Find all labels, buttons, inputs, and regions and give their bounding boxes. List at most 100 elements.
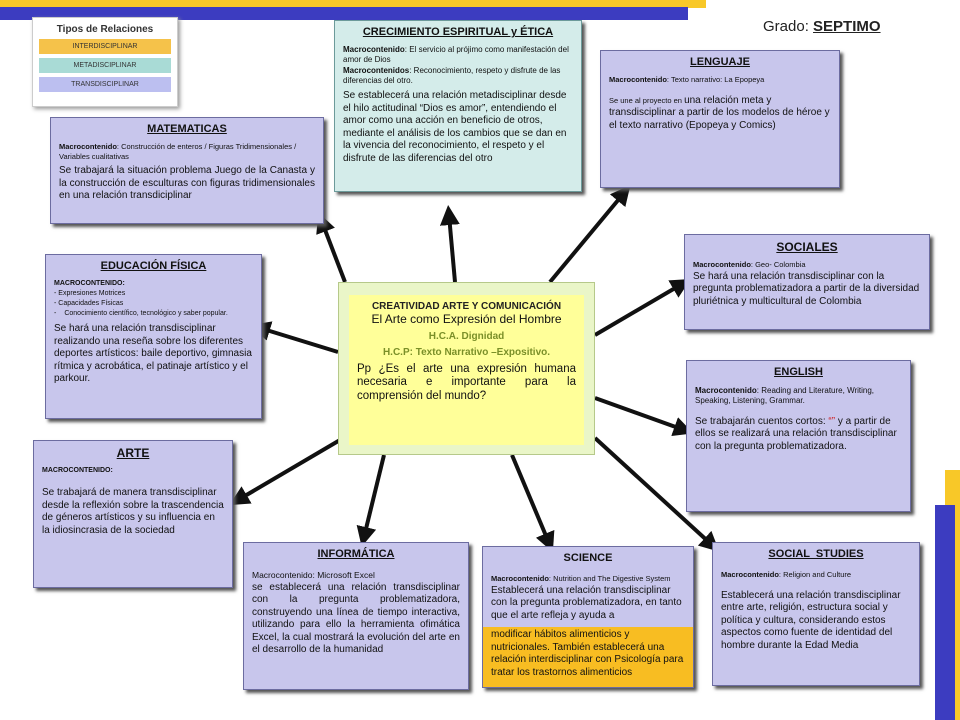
arrow-english — [594, 396, 694, 437]
informatica-mc: : Microsoft Excel — [312, 569, 375, 580]
social-studies-title: SOCIAL STUDIES — [768, 548, 864, 560]
lenguaje-text-lead: Se une al proyecto en — [609, 95, 685, 105]
arte-macro: MACROCONTENIDO: — [42, 467, 113, 474]
matematicas-text: Se trabajará la situación problema Juego… — [59, 165, 315, 202]
legend-item-meta: METADISCIPLINAR — [39, 58, 171, 73]
arrow-arte — [229, 438, 342, 506]
legend-item-trans: TRANSDISCIPLINAR — [39, 77, 171, 92]
science-text-2: modificar hábitos alimenticios y nutrici… — [491, 629, 684, 678]
english-text: Se trabajarán cuentos cortos: “” y a par… — [695, 416, 902, 454]
matematicas-mc: : Construcción de enteros / Figuras Trid… — [59, 141, 297, 161]
matematicas-mc-label: Macrocontenido — [59, 141, 117, 151]
english-mc: : Reading and Literature, Writing, Speak… — [695, 385, 875, 406]
science-box: SCIENCE Macrocontenido: Nutrition and Th… — [482, 546, 694, 688]
sociales-mc: : Geo- Colombia — [750, 260, 806, 269]
informatica-text: se establecerá una relación transdiscipl… — [252, 581, 460, 656]
informatica-title: INFORMÁTICA — [317, 548, 395, 560]
center-question: Pp ¿Es el arte una expresión humana nece… — [357, 363, 576, 402]
crecimiento-mc2-label: Macrocontenidos — [343, 65, 410, 75]
social-studies-mc: : Religion and Culture — [778, 569, 852, 579]
educacion-title: EDUCACIÓN FÍSICA — [100, 260, 207, 272]
crecimiento-macro: Macrocontenido: El servicio al prójimo c… — [343, 45, 573, 87]
informatica-macro: Macrocontenido: Microsoft Excel — [252, 570, 460, 581]
science-text-1: Establecerá una relación transdisciplina… — [491, 584, 682, 621]
science-inter-section: modificar hábitos alimenticios y nutrici… — [483, 627, 693, 687]
english-quote: “” — [828, 415, 836, 427]
center-inner: CREATIVIDAD ARTE Y COMUNICACIÓN El Arte … — [349, 295, 584, 445]
crecimiento-mc1: : El servicio al prójimo como manifestac… — [343, 44, 569, 65]
grade-value: SEPTIMO — [813, 18, 881, 35]
english-text-body: y a partir de ellos se realizará una rel… — [695, 415, 897, 452]
science-mc: : Nutrition and The Digestive System — [548, 573, 671, 583]
social-studies-box: SOCIAL STUDIES Macrocontenido: Religion … — [712, 542, 920, 686]
arte-box: ARTE MACROCONTENIDO: Se trabajará de man… — [33, 440, 233, 588]
sociales-title: SOCIALES — [776, 240, 838, 254]
educacion-mc-item-1: - Expresiones Motrices — [54, 289, 126, 297]
relations-legend: Tipos de Relaciones INTERDISCIPLINAR MET… — [32, 17, 178, 107]
crecimiento-mc2: : Reconocimiento, respeto y disfrute de … — [343, 65, 561, 85]
arrow-social-studies — [593, 436, 720, 552]
educacion-mc-item-3-text: Conocimiento científico, tecnológico y s… — [64, 310, 228, 318]
educacion-mc-bullet-icon: - — [54, 310, 57, 318]
science-title: SCIENCE — [563, 552, 613, 564]
matematicas-title: MATEMATICAS — [147, 123, 227, 135]
english-title: ENGLISH — [774, 366, 823, 378]
arrow-sociales — [593, 278, 691, 337]
social-studies-text: Establecerá una relación transdisciplina… — [721, 589, 901, 651]
informatica-mc-label: Macrocontenido — [252, 569, 313, 580]
center-hca: H.C.A. Dignidad — [428, 331, 505, 343]
top-blue-bar — [0, 7, 688, 20]
lenguaje-text-body: una relación meta y transdisciplinar a p… — [609, 94, 830, 131]
top-yellow-bar — [0, 0, 706, 8]
arrow-informatica — [356, 454, 386, 547]
lenguaje-text: Se une al proyecto en una relación meta … — [609, 95, 831, 133]
grade-prefix: Grado: — [763, 18, 809, 35]
science-top: SCIENCE Macrocontenido: Nutrition and Th… — [483, 547, 693, 622]
arrow-matematicas — [316, 212, 347, 283]
sociales-macro: Macrocontenido: Geo- Colombia — [693, 260, 921, 270]
english-text-lead: Se trabajarán cuentos cortos: — [695, 415, 829, 427]
sociales-mc-label: Macrocontenido — [693, 260, 751, 269]
arrow-lenguaje — [548, 185, 631, 284]
grade-label: Grado: SEPTIMO — [763, 18, 881, 35]
center-hcp: H.C.P: Texto Narrativo –Expositivo. — [382, 347, 551, 359]
crecimiento-text: Se establecerá una relación metadiscipli… — [343, 90, 567, 164]
educacion-mc-item-3: -Conocimiento científico, tecnológico y … — [54, 309, 253, 319]
sociales-box: SOCIALES Macrocontenido: Geo- Colombia S… — [684, 234, 930, 330]
crecimiento-title: CRECIMIENTO ESPIRITUAL y ÉTICA — [362, 26, 554, 38]
crecimiento-box: CRECIMIENTO ESPIRITUAL y ÉTICA Macrocont… — [334, 20, 582, 192]
english-box: ENGLISH Macrocontenido: Reading and Lite… — [686, 360, 911, 512]
matematicas-macro: Macrocontenido: Construcción de enteros … — [59, 142, 315, 162]
educacion-macro: MACROCONTENIDO: - Expresiones Motrices -… — [54, 279, 253, 320]
lenguaje-mc: : Texto narrativo: La Epopeya — [666, 74, 765, 84]
sociales-text: Se hará una relación transdisciplinar co… — [693, 270, 920, 307]
educacion-mc-item-2: - Capacidades Físicas — [54, 300, 124, 308]
lenguaje-box: LENGUAJE Macrocontenido: Texto narrativo… — [600, 50, 840, 188]
arte-text: Se trabajará de manera transdisciplinar … — [42, 487, 224, 536]
center-title: CREATIVIDAD ARTE Y COMUNICACIÓN — [371, 301, 562, 312]
legend-item-inter: INTERDISCIPLINAR — [39, 39, 171, 54]
educacion-mc-head: MACROCONTENIDO: — [54, 279, 125, 287]
arrow-science — [510, 454, 555, 553]
english-mc-label: Macrocontenido — [695, 385, 757, 395]
educacion-box: EDUCACIÓN FÍSICA MACROCONTENIDO: - Expre… — [45, 254, 262, 419]
legend-title: Tipos de Relaciones — [56, 24, 154, 35]
arte-title: ARTE — [116, 446, 150, 460]
arrow-crecimiento — [439, 205, 460, 283]
lenguaje-mc-label: Macrocontenido — [609, 74, 667, 84]
science-macro: Macrocontenido: Nutrition and The Digest… — [491, 574, 685, 584]
crecimiento-mc1-label: Macrocontenido — [343, 44, 405, 54]
lenguaje-macro: Macrocontenido: Texto narrativo: La Epop… — [609, 75, 831, 85]
center-subtitle: El Arte como Expresión del Hombre — [371, 312, 562, 326]
social-studies-mc-label: Macrocontenido — [721, 569, 779, 579]
matematicas-box: MATEMATICAS Macrocontenido: Construcción… — [50, 117, 324, 224]
social-studies-macro: Macrocontenido: Religion and Culture — [721, 570, 911, 580]
right-blue-bar — [935, 505, 955, 720]
arrow-educacion — [250, 321, 339, 354]
lenguaje-title: LENGUAJE — [690, 56, 750, 68]
science-mc-label: Macrocontenido — [491, 573, 549, 583]
center-box: CREATIVIDAD ARTE Y COMUNICACIÓN El Arte … — [338, 282, 595, 455]
english-macro: Macrocontenido: Reading and Literature, … — [695, 386, 902, 407]
informatica-box: INFORMÁTICA Macrocontenido: Microsoft Ex… — [243, 542, 469, 690]
